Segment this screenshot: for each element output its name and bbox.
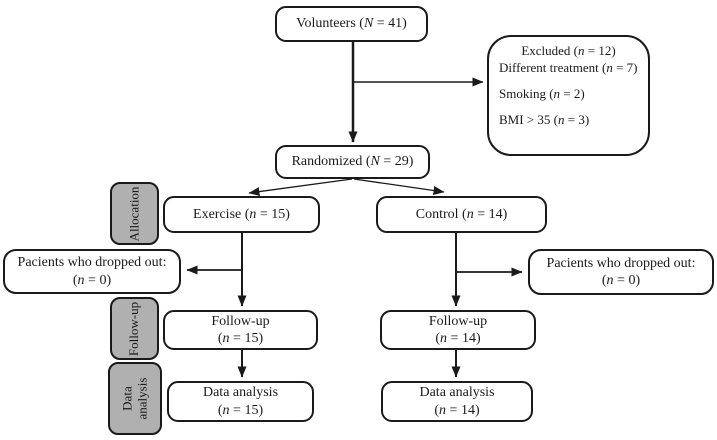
node-analysis-left-line1: Data analysis <box>202 385 279 401</box>
excluded-reason: Smoking (n = 2) <box>499 85 585 101</box>
stage-label-data-analysis: Data analysis <box>108 362 162 435</box>
arrow-randomized-to-control <box>353 178 445 195</box>
node-exercise-arm: Exercise (n = 15) <box>163 196 320 233</box>
node-randomized-label: Randomized (N = 29) <box>291 154 414 170</box>
node-volunteers: Volunteers (N = 41) <box>275 6 428 42</box>
node-randomized: Randomized (N = 29) <box>275 145 430 179</box>
node-analysis-right-line1: Data analysis <box>419 385 495 401</box>
node-followup-right-line2: (n = 14) <box>435 331 481 346</box>
node-followup-left-line1: Follow-up <box>211 313 270 329</box>
stage-label-allocation: Allocation <box>110 182 159 245</box>
node-analysis-right-line2: (n = 14) <box>434 402 480 418</box>
node-followup-right-line1: Follow-up <box>428 313 488 329</box>
node-excluded: Excluded (n = 12) Different treatment (n… <box>487 35 650 156</box>
node-volunteers-label: Volunteers (N = 41) <box>296 16 407 32</box>
node-excluded-title: Excluded (n = 12) <box>521 43 616 58</box>
node-followup-left: Follow-up (n = 15) <box>163 310 318 350</box>
node-exercise-label: Exercise (n = 15) <box>193 206 290 222</box>
node-analysis-left: Data analysis (n = 15) <box>167 381 314 422</box>
node-dropout-right-line1: Pacients who dropped out: <box>546 255 696 271</box>
excluded-reason: BMI > 35 (n = 3) <box>499 111 590 127</box>
arrow-randomized-to-exercise <box>248 178 353 197</box>
stage-label-data-analysis-text: Data analysis <box>119 377 149 420</box>
node-dropout-right-line2: (n = 0) <box>601 273 641 288</box>
stage-label-allocation-text: Allocation <box>126 186 142 241</box>
node-followup-left-line2: (n = 15) <box>217 331 264 346</box>
node-control-arm: Control (n = 14) <box>376 196 547 233</box>
excluded-reason: Different treatment (n = 7) <box>499 59 638 75</box>
node-dropout-left-line2: (n = 0) <box>72 272 112 288</box>
stage-label-followup: Follow-up <box>110 297 159 360</box>
node-dropout-left-line1: Pacients who dropped out: <box>17 255 167 271</box>
node-dropout-left: Pacients who dropped out: (n = 0) <box>3 249 181 294</box>
node-control-label: Control (n = 14) <box>415 206 508 222</box>
stage-label-followup-text: Follow-up <box>126 301 142 356</box>
node-followup-right: Follow-up (n = 14) <box>380 310 536 350</box>
node-analysis-right: Data analysis (n = 14) <box>381 381 533 422</box>
node-analysis-left-line2: (n = 15) <box>217 402 264 418</box>
node-dropout-right: Pacients who dropped out: (n = 0) <box>528 249 714 295</box>
